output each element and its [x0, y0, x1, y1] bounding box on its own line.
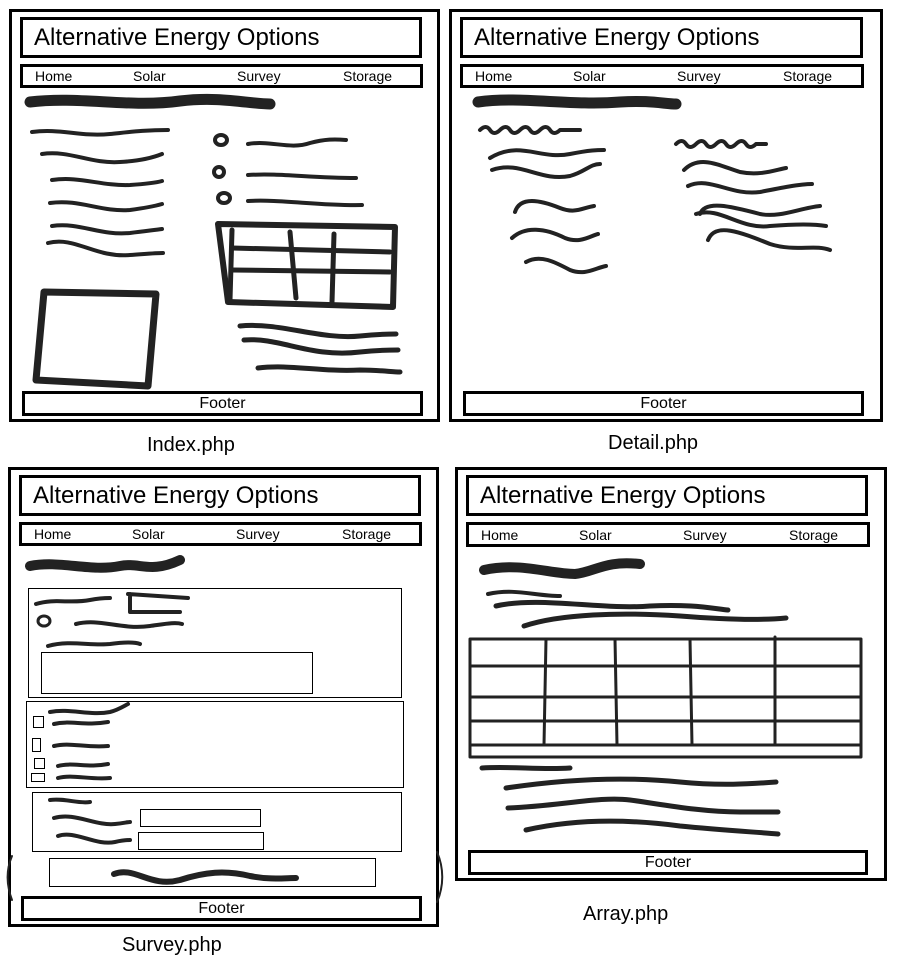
array-caption: Array.php [583, 903, 669, 925]
array-nav-home[interactable]: Home [481, 526, 519, 543]
survey-checkbox-3[interactable] [34, 758, 45, 769]
survey-text-area[interactable] [41, 652, 313, 694]
survey-section-two [26, 701, 404, 788]
survey-nav-home[interactable]: Home [34, 526, 72, 542]
array-site-title: Alternative Energy Options [466, 475, 868, 516]
survey-caption: Survey.php [122, 934, 222, 956]
survey-submit-area[interactable] [49, 858, 376, 887]
array-footer: Footer [468, 850, 868, 875]
array-nav-survey[interactable]: Survey [683, 526, 727, 543]
index-nav-bar: Home Solar Survey Storage [20, 64, 423, 88]
survey-nav-bar: Home Solar Survey Storage [19, 522, 422, 546]
detail-site-title: Alternative Energy Options [460, 17, 863, 58]
index-nav-storage[interactable]: Storage [343, 68, 393, 84]
index-nav-home[interactable]: Home [35, 68, 73, 84]
index-site-title: Alternative Energy Options [20, 17, 422, 58]
index-nav-solar[interactable]: Solar [133, 68, 166, 84]
array-nav-solar[interactable]: Solar [579, 526, 612, 543]
array-nav-bar: Home Solar Survey Storage [466, 522, 870, 547]
survey-input-1[interactable] [140, 809, 261, 827]
survey-nav-survey[interactable]: Survey [236, 526, 280, 542]
detail-nav-solar[interactable]: Solar [573, 68, 606, 84]
array-nav-storage[interactable]: Storage [789, 526, 839, 543]
survey-nav-solar[interactable]: Solar [132, 526, 165, 542]
detail-nav-survey[interactable]: Survey [677, 68, 721, 84]
survey-input-2[interactable] [138, 832, 264, 850]
survey-section-three [32, 792, 402, 852]
survey-checkbox-4[interactable] [31, 773, 45, 782]
index-nav-survey[interactable]: Survey [237, 68, 281, 84]
survey-section-one [28, 588, 402, 698]
index-caption: Index.php [147, 434, 235, 456]
detail-caption: Detail.php [608, 432, 699, 454]
survey-site-title: Alternative Energy Options [19, 475, 421, 516]
survey-checkbox-1[interactable] [33, 716, 44, 728]
detail-footer: Footer [463, 391, 864, 416]
survey-checkbox-2[interactable] [32, 738, 41, 752]
detail-nav-home[interactable]: Home [475, 68, 513, 84]
survey-footer: Footer [21, 896, 422, 921]
detail-nav-storage[interactable]: Storage [783, 68, 833, 84]
survey-nav-storage[interactable]: Storage [342, 526, 392, 542]
detail-nav-bar: Home Solar Survey Storage [460, 64, 864, 88]
index-footer: Footer [22, 391, 423, 416]
